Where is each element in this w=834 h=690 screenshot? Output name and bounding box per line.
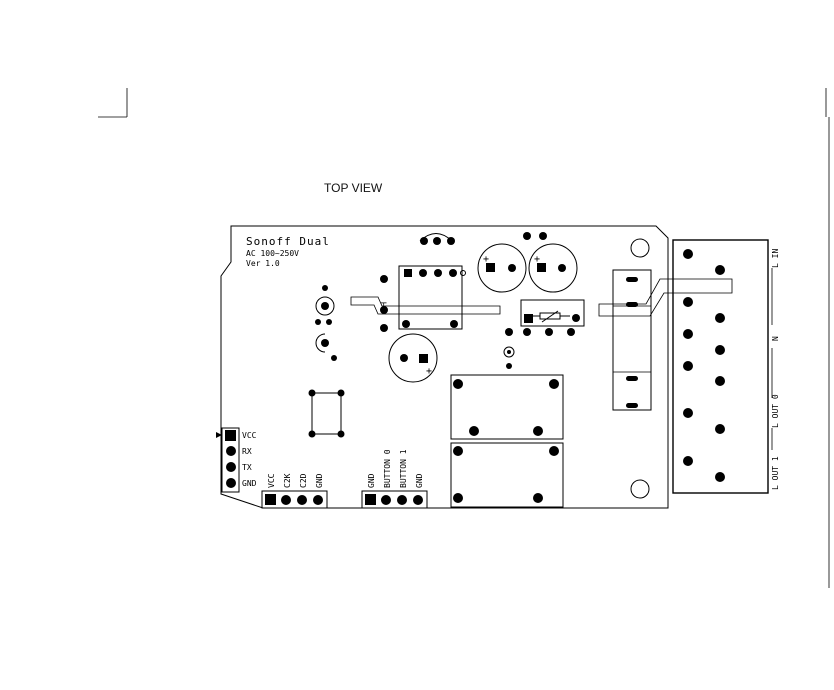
header-b-pin-4: GND xyxy=(415,473,424,488)
terminal-label-l-out-1: L OUT 1 xyxy=(771,456,780,490)
header-b-pin-1: GND xyxy=(367,473,376,488)
left-pads xyxy=(380,275,388,332)
resistor-block xyxy=(503,299,585,369)
mounting-holes xyxy=(630,238,650,499)
board-outline xyxy=(220,225,669,509)
plus-mark: + xyxy=(534,254,540,265)
board-version: Ver 1.0 xyxy=(246,259,280,268)
header-a-pin-3: C2D xyxy=(299,473,308,488)
relay-1 xyxy=(450,442,564,508)
crop-marks xyxy=(98,88,830,588)
mounting-hole xyxy=(630,238,650,258)
header-bottom-a: VCC C2K C2D GND xyxy=(261,473,328,509)
plus-mark: + xyxy=(483,254,489,265)
header-a-pin-1: VCC xyxy=(267,473,276,488)
top-transistor xyxy=(419,233,455,245)
header-left-pin-1: VCC xyxy=(242,431,257,440)
board-rating: AC 100~250V xyxy=(246,249,299,258)
crystal xyxy=(308,389,345,438)
relay-0 xyxy=(450,374,564,440)
view-title: TOP VIEW xyxy=(324,181,383,195)
capacitor-right: + xyxy=(523,232,578,293)
tee-mark: ┬ xyxy=(380,299,387,309)
header-a-pin-4: GND xyxy=(315,473,324,488)
terminal-label-l-out-0: L OUT 0 xyxy=(771,394,780,428)
capacitor-center: + xyxy=(388,333,438,383)
board-name: Sonoff Dual xyxy=(246,235,330,248)
trace-strip xyxy=(350,296,501,315)
capacitor-left: + xyxy=(477,243,527,293)
plus-mark: + xyxy=(426,366,432,377)
header-b-pin-2: BUTTON 0 xyxy=(383,449,392,488)
header-left: VCC RX TX GND xyxy=(216,427,257,493)
led-top xyxy=(315,285,335,325)
fuse-holder xyxy=(612,269,652,411)
center-module xyxy=(398,265,466,330)
header-bottom-b: GND BUTTON 0 BUTTON 1 GND xyxy=(361,449,428,509)
terminal-label-l-in: L IN xyxy=(771,249,780,268)
header-left-pin-3: TX xyxy=(242,463,252,472)
terminal-block: L IN N L OUT 0 L OUT 1 xyxy=(672,239,780,494)
header-left-pin-4: GND xyxy=(242,479,257,488)
led-bottom xyxy=(315,333,337,361)
header-left-pin-2: RX xyxy=(242,447,252,456)
header-b-pin-3: BUTTON 1 xyxy=(399,449,408,488)
trace-strip-right xyxy=(598,278,733,317)
header-a-pin-2: C2K xyxy=(283,473,292,488)
mounting-hole xyxy=(630,479,650,499)
terminal-label-n: N xyxy=(771,336,780,341)
